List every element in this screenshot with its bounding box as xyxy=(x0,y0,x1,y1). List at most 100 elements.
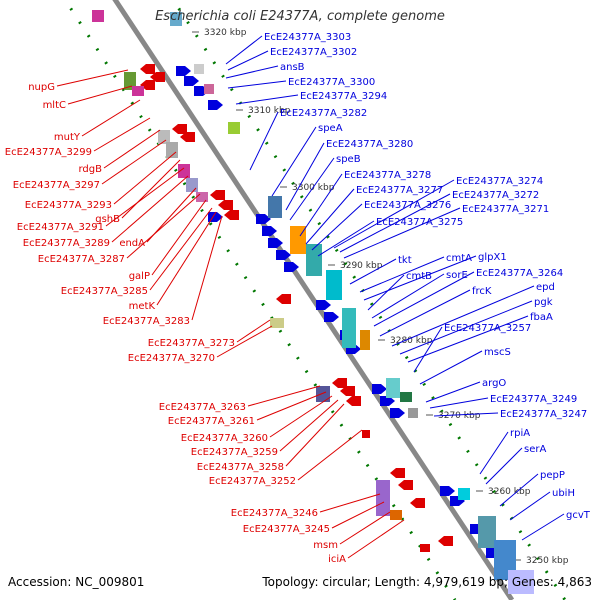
left-gene-label: EcE24377A_3252 xyxy=(209,476,296,487)
left-gene-label: EcE24377A_3261 xyxy=(168,416,255,427)
right-leader-line xyxy=(425,381,481,403)
left-leader-line xyxy=(331,501,385,529)
left-gene-label: mutY xyxy=(54,132,81,143)
reverse-gene-arrow xyxy=(346,396,361,406)
scale-label: 3310 kbp xyxy=(248,106,291,116)
right-gene-label: frcK xyxy=(472,286,492,297)
forward-gene-arrow xyxy=(380,396,395,406)
right-gene-label: EcE24377A_3280 xyxy=(326,139,413,150)
feature-block xyxy=(508,570,534,594)
left-gene-label: EcE24377A_3291 xyxy=(17,222,104,233)
scale-label: 3260 kbp xyxy=(488,487,531,497)
left-leader-line xyxy=(156,211,217,306)
feature-block xyxy=(458,488,470,500)
left-gene-label: EcE24377A_3283 xyxy=(103,316,190,327)
right-gene-label: serA xyxy=(524,444,546,455)
feature-block xyxy=(306,244,322,276)
accession-label: Accession: NC_009801 xyxy=(8,575,145,589)
reverse-gene-arrow xyxy=(276,294,291,304)
feature-block xyxy=(178,164,190,178)
feature-block xyxy=(158,130,170,144)
left-leader-line xyxy=(297,429,363,481)
right-gene-label: EcE24377A_3249 xyxy=(490,394,577,405)
feature-block xyxy=(204,84,214,94)
left-leader-line xyxy=(339,511,391,545)
reverse-gene-arrow xyxy=(332,378,347,388)
left-leader-line xyxy=(269,395,333,438)
left-gene-label: EcE24377A_3273 xyxy=(148,338,235,349)
right-gene-label: EcE24377A_3303 xyxy=(264,32,351,43)
scale-label: 3250 kbp xyxy=(526,556,569,566)
reverse-gene-arrow xyxy=(340,386,355,396)
feature-block xyxy=(386,378,400,398)
left-leader-line xyxy=(256,391,327,421)
right-gene-label: EcE24377A_3275 xyxy=(376,217,463,228)
left-gene-label: EcE24377A_3270 xyxy=(128,353,215,364)
left-leader-line xyxy=(101,139,167,185)
left-gene-label: metK xyxy=(129,301,156,312)
right-leader-line xyxy=(379,289,471,337)
right-leader-line xyxy=(479,431,509,475)
left-leader-line xyxy=(347,519,405,559)
right-leader-line xyxy=(343,207,461,259)
left-leader-line xyxy=(126,193,201,259)
right-leader-line xyxy=(311,203,363,251)
right-leader-line xyxy=(227,50,269,71)
left-gene-label: EcE24377A_3258 xyxy=(197,462,284,473)
forward-gene-arrow xyxy=(268,238,283,248)
right-leader-line xyxy=(349,258,397,285)
left-gene-label: iciA xyxy=(328,554,346,565)
forward-gene-arrow xyxy=(256,214,271,224)
right-gene-label: glpX1 xyxy=(478,252,507,263)
right-gene-label: ansB xyxy=(280,62,305,73)
right-leader-line xyxy=(407,315,529,363)
right-gene-label: gcvT xyxy=(566,510,591,521)
left-leader-line xyxy=(149,207,213,291)
left-gene-label: galP xyxy=(129,271,150,282)
forward-gene-arrow xyxy=(440,486,455,496)
right-gene-label: cmtB xyxy=(406,271,432,282)
scale-label: 3270 kbp xyxy=(438,411,481,421)
left-gene-label: EcE24377A_3263 xyxy=(159,402,246,413)
right-leader-line xyxy=(485,447,523,485)
right-leader-line xyxy=(289,157,335,221)
reverse-gene-arrow xyxy=(140,64,155,74)
left-leader-line xyxy=(81,99,141,137)
reverse-gene-arrow xyxy=(210,190,225,200)
forward-gene-arrow xyxy=(372,384,387,394)
feature-block xyxy=(228,122,240,134)
left-leader-line xyxy=(67,85,133,105)
right-leader-line xyxy=(305,188,355,245)
right-gene-label: cmtA xyxy=(446,253,472,264)
reverse-gene-arrow xyxy=(224,210,239,220)
right-gene-label: pgk xyxy=(534,297,553,308)
left-gene-label: EcE24377A_3259 xyxy=(191,447,278,458)
right-leader-line xyxy=(285,142,325,211)
left-gene-label: EcE24377A_3293 xyxy=(25,200,112,211)
forward-gene-arrow xyxy=(316,300,331,310)
right-leader-line xyxy=(429,397,489,409)
left-gene-label: EcE24377A_3299 xyxy=(5,147,92,158)
left-leader-line xyxy=(56,69,129,87)
right-gene-label: EcE24377A_3302 xyxy=(270,47,357,58)
right-leader-line xyxy=(499,473,539,507)
forward-gene-arrow xyxy=(324,312,339,322)
reverse-gene-arrow xyxy=(180,132,195,142)
right-leader-line xyxy=(339,193,451,253)
genome-backbone xyxy=(112,0,515,600)
right-gene-label: EcE24377A_3271 xyxy=(462,204,549,215)
right-leader-line xyxy=(433,412,499,417)
feature-block xyxy=(420,544,430,552)
left-leader-line xyxy=(93,117,151,152)
left-leader-line xyxy=(319,493,381,513)
feature-block xyxy=(360,330,370,350)
scale-label: 3280 kbp xyxy=(390,336,433,346)
reverse-gene-arrow xyxy=(218,200,233,210)
feature-block xyxy=(270,318,284,328)
left-gene-label: nupG xyxy=(28,82,55,93)
left-gene-label: EcE24377A_3285 xyxy=(61,286,148,297)
right-leader-line xyxy=(359,256,445,293)
right-gene-label: EcE24377A_3278 xyxy=(344,170,431,181)
left-leader-line xyxy=(103,129,161,169)
